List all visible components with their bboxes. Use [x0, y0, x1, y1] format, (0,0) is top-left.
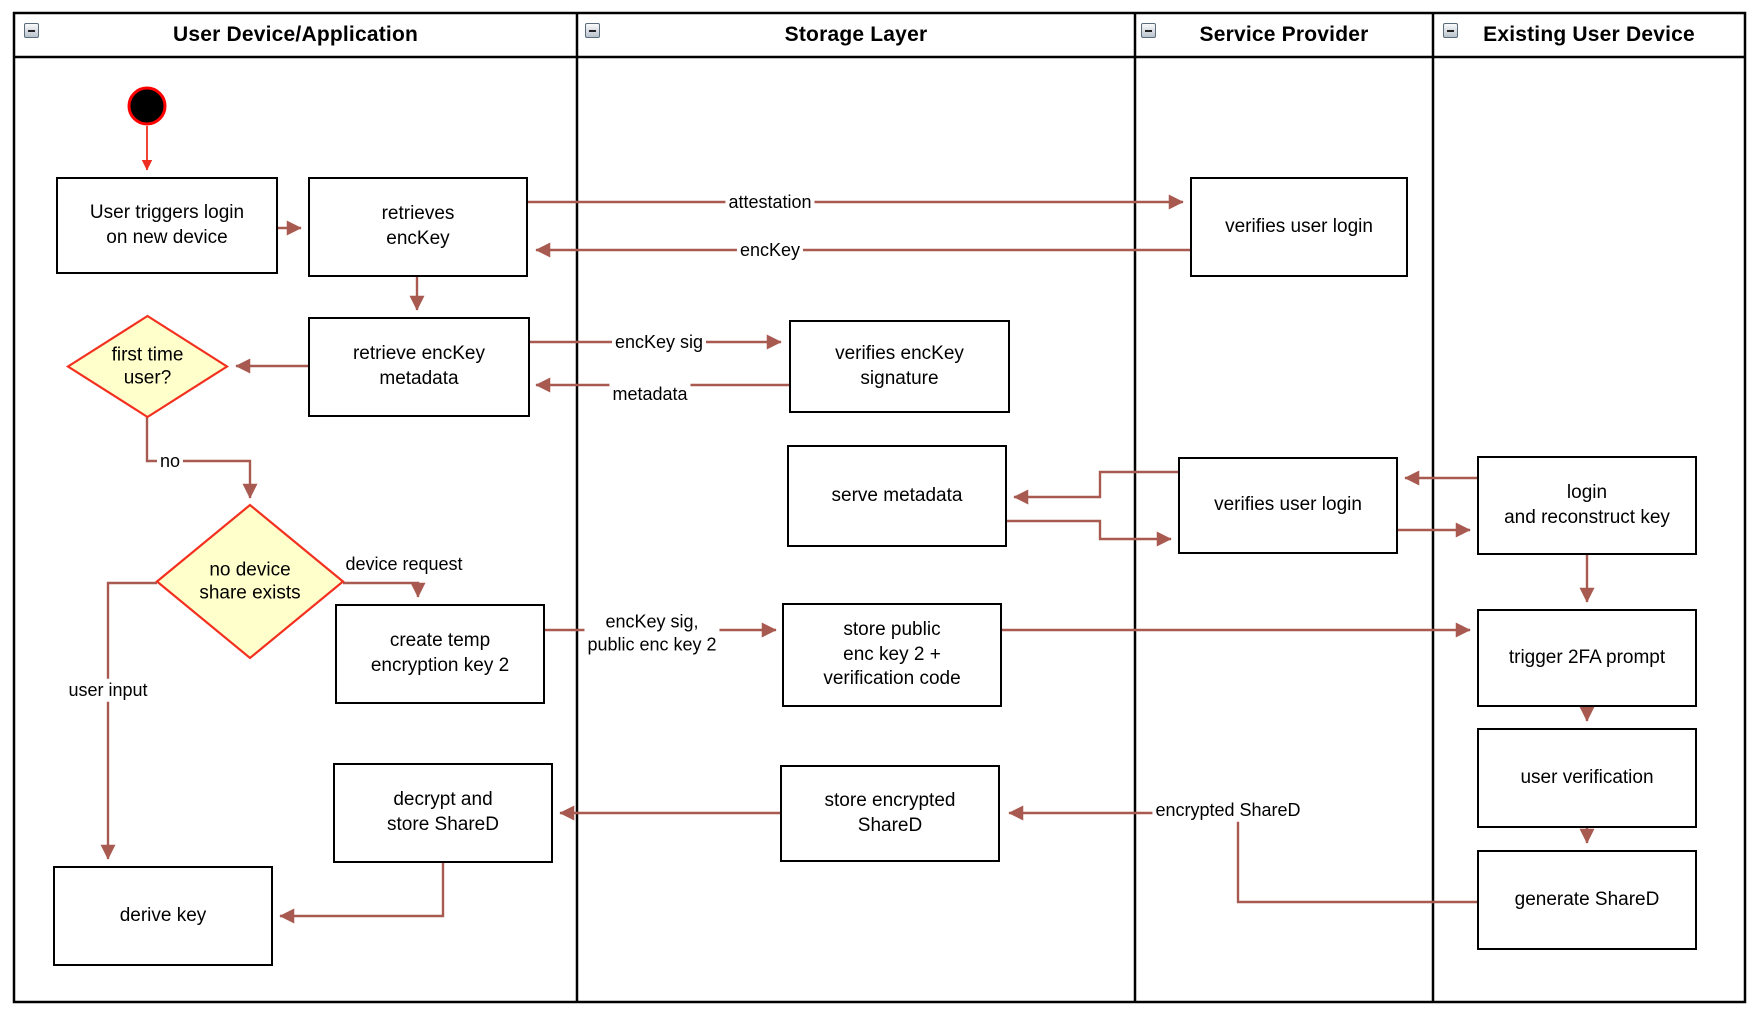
edge-label-device-request: device request: [342, 552, 466, 576]
edge-login2-to-serve-metadata: [1013, 470, 1178, 505]
collapse-icon-service-provider[interactable]: [1141, 23, 1156, 38]
lane-title-user-device-application: User Device/Application: [172, 23, 418, 46]
lane-title-storage-layer: Storage Layer: [784, 23, 928, 46]
edge-label-metadata-return: metadata: [609, 382, 691, 406]
decision-label-no-device-share-exists: no device share exists: [199, 558, 301, 604]
node-store-encrypted-shared[interactable]: store encrypted ShareD: [780, 765, 1000, 862]
collapse-icon-storage-layer[interactable]: [585, 23, 600, 38]
collapse-icon-existing-user-device[interactable]: [1443, 23, 1458, 38]
edge-generate-to-store-encrypted: [1008, 805, 1477, 904]
decision-first-time-user[interactable]: [65, 314, 230, 419]
edge-serve-metadata-to-login2: [1007, 519, 1172, 547]
edge-no-branch: [145, 417, 258, 499]
node-user-verification[interactable]: user verification: [1477, 728, 1697, 828]
start-node[interactable]: [127, 86, 167, 126]
node-decrypt-and-store-shared[interactable]: decrypt and store ShareD: [333, 763, 553, 863]
edge-device-request: [343, 581, 426, 598]
node-verifies-user-login-2[interactable]: verifies user login: [1178, 457, 1398, 554]
edge-label-generate-to-store-encrypted: encrypted ShareD: [1152, 798, 1304, 822]
node-serve-metadata[interactable]: serve metadata: [787, 445, 1007, 547]
node-verifies-enckey-signature[interactable]: verifies encKey signature: [789, 320, 1010, 413]
edge-label-enckey-sig: encKey sig: [611, 330, 707, 354]
node-trigger-2fa-prompt[interactable]: trigger 2FA prompt: [1477, 609, 1697, 707]
edge-label-attestation: attestation: [725, 190, 815, 214]
edge-user-input: [100, 581, 157, 860]
edge-decrypt-to-derive-key: [279, 863, 445, 924]
node-login-and-reconstruct-key[interactable]: login and reconstruct key: [1477, 456, 1697, 555]
lane-title-existing-user-device: Existing User Device: [1483, 23, 1695, 46]
swimlane-frame: [12, 11, 1747, 1004]
lane-title-service-provider: Service Provider: [1199, 23, 1369, 46]
node-user-triggers-login[interactable]: User triggers login on new device: [56, 177, 278, 274]
edge-label-enckey-return: encKey: [736, 238, 804, 262]
decision-label-first-time-user: first time user?: [111, 343, 184, 389]
collapse-icon-user-device-application[interactable]: [24, 23, 39, 38]
node-derive-key[interactable]: derive key: [53, 866, 273, 966]
node-store-public-enc-key-2[interactable]: store public enc key 2 + verification co…: [782, 603, 1002, 707]
edge-label-no-branch: no: [156, 449, 184, 473]
node-retrieve-enckey-metadata[interactable]: retrieve encKey metadata: [308, 317, 530, 417]
decision-no-device-share-exists[interactable]: [155, 503, 345, 660]
node-generate-shared[interactable]: generate ShareD: [1477, 850, 1697, 950]
edge-label-enckey-sig-public-enc-key-2: encKey sig, public enc key 2: [584, 610, 720, 656]
node-verifies-user-login-1[interactable]: verifies user login: [1190, 177, 1408, 277]
node-create-temp-encryption-key-2[interactable]: create temp encryption key 2: [335, 604, 545, 704]
node-retrieves-enckey[interactable]: retrieves encKey: [308, 177, 528, 277]
edge-label-user-input: user input: [65, 678, 151, 702]
